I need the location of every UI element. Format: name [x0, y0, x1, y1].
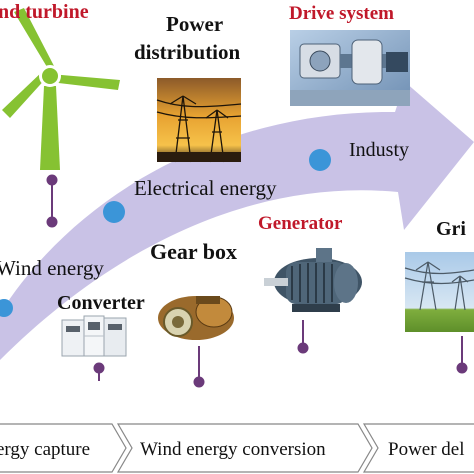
connector-dot-turbine-end — [46, 216, 58, 228]
grid-power-line-photo — [404, 252, 474, 332]
label-wind-energy: Wind energy — [0, 256, 104, 280]
label-electrical-energy: Electrical energy — [134, 176, 277, 200]
label-power-line2: distribution — [134, 40, 241, 64]
label-power-line1: Power — [166, 12, 224, 36]
connector-dot-converter — [93, 362, 105, 374]
generator-motor-photo — [264, 248, 362, 312]
stage-label-delivery: Power del — [388, 439, 465, 460]
stage-chevron-capture — [0, 423, 127, 473]
wind-turbine-icon — [2, 8, 120, 170]
flow-arrow — [0, 82, 474, 360]
connector-dot-turbine — [46, 174, 58, 186]
drive-system-photo — [290, 30, 410, 106]
label-generator: Generator — [258, 213, 343, 234]
label-wind-turbine: nd turbine — [0, 1, 89, 23]
stage-label-conversion: Wind energy conversion — [140, 439, 326, 460]
stage-chevron-conversion — [116, 423, 373, 473]
gear-box-photo — [158, 296, 234, 340]
stage-chevron-delivery — [362, 423, 474, 473]
label-grid: Gri — [436, 218, 466, 240]
label-gear-box: Gear box — [150, 239, 237, 264]
flow-marker-3 — [0, 299, 13, 317]
connector-dot-grid — [456, 362, 468, 374]
label-converter: Converter — [57, 292, 145, 314]
connector-dot-generator — [297, 342, 309, 354]
connector-dot-gearbox — [193, 376, 205, 388]
flow-marker-1 — [103, 201, 125, 223]
converter-cabinet-photo — [61, 315, 127, 357]
power-tower-photo — [156, 78, 242, 163]
stage-bar — [0, 423, 474, 473]
label-industy: Industy — [349, 139, 409, 161]
label-drive-system: Drive system — [289, 3, 394, 24]
flow-marker-2 — [309, 149, 331, 171]
stage-label-capture: ergy capture — [0, 439, 90, 460]
